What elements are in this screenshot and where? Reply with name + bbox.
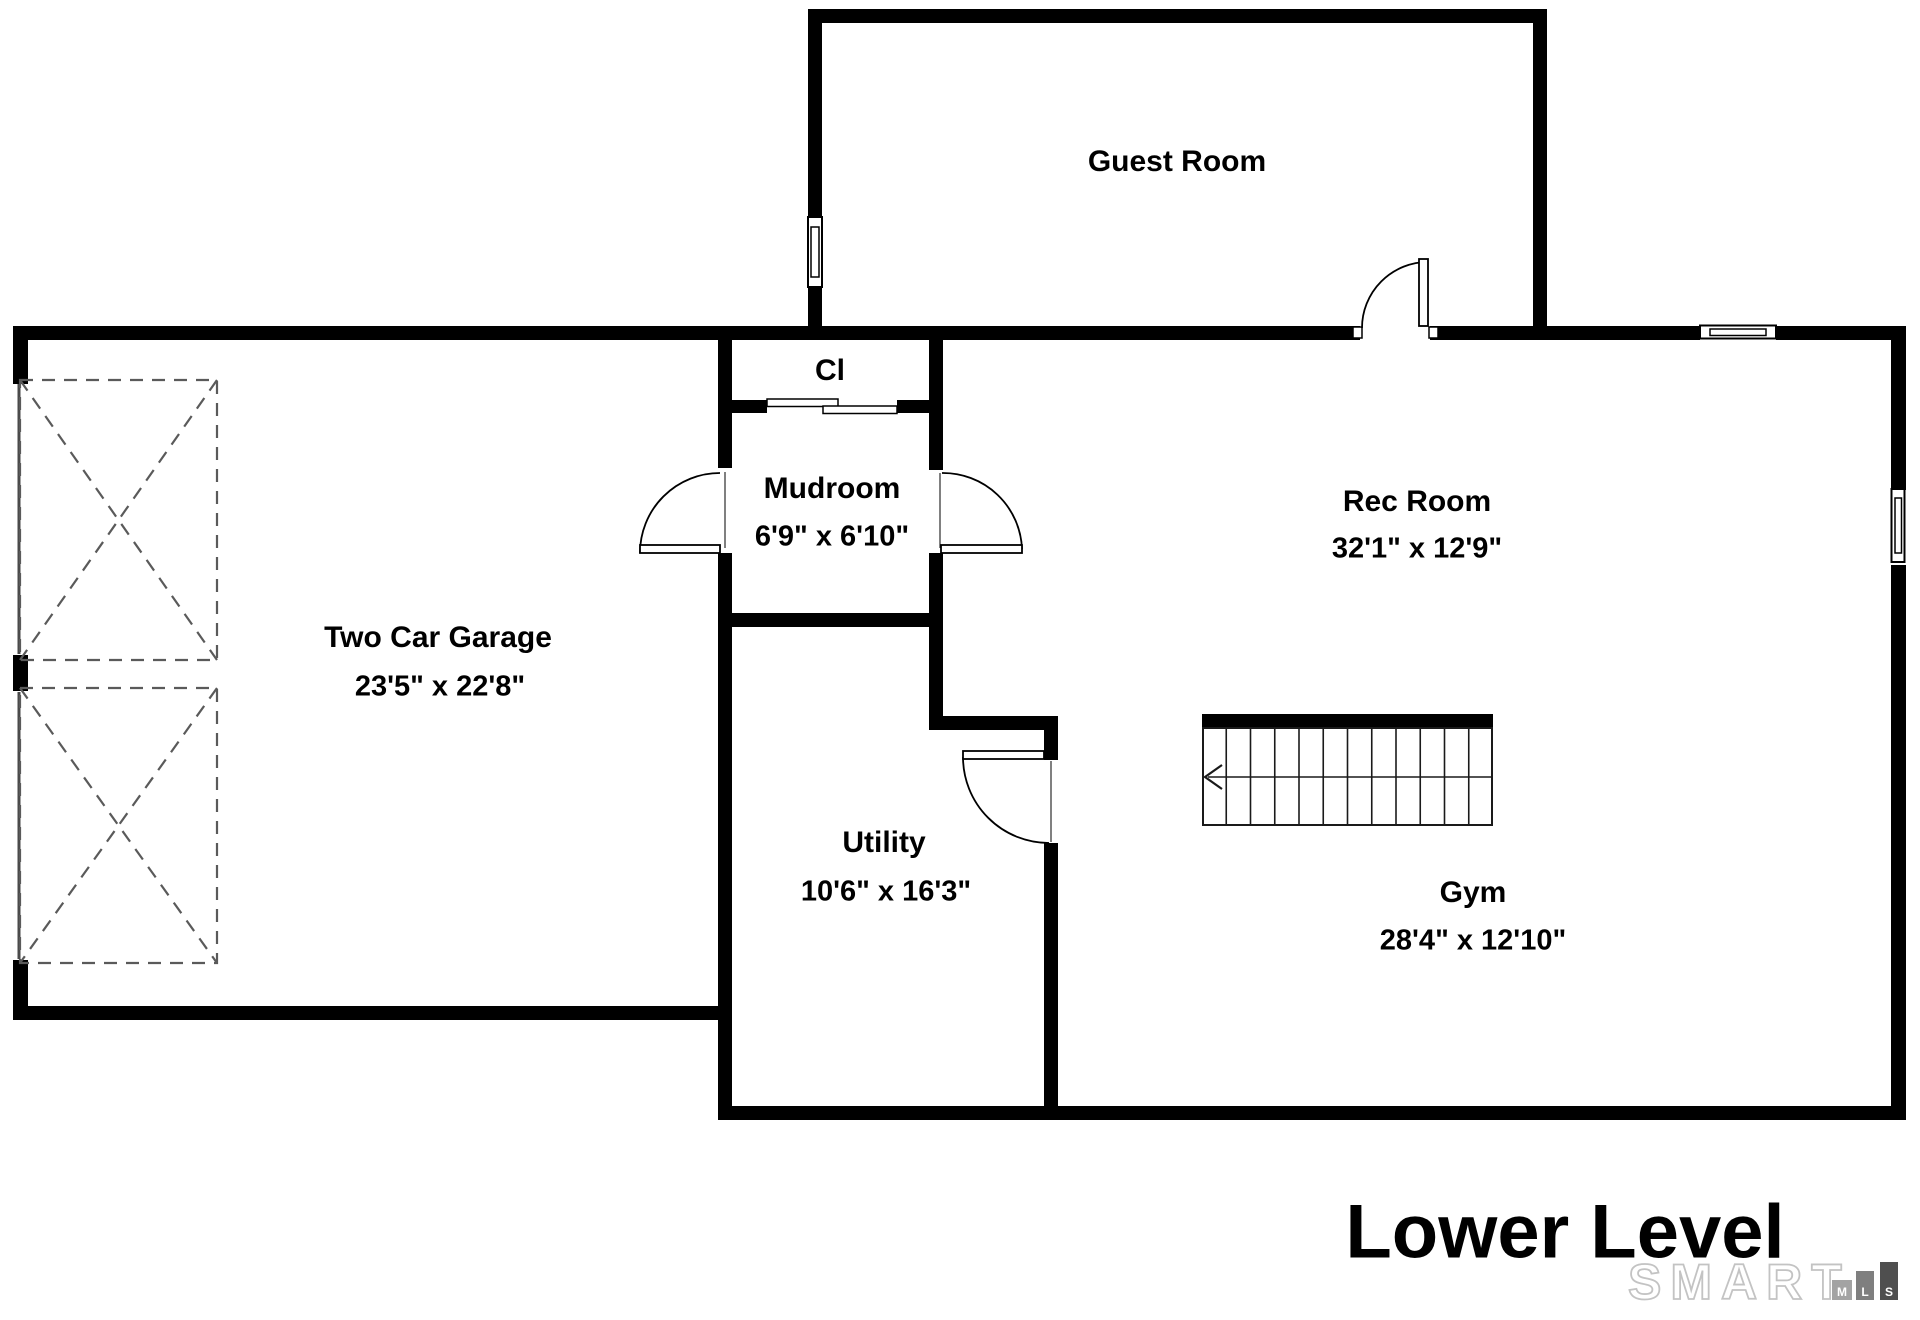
garage-bay-2-diagonal-a xyxy=(19,687,218,964)
wall-utility-jog xyxy=(929,716,1058,730)
stairs-direction-arrow-icon xyxy=(1203,764,1223,790)
garage-bay-2-diagonal-b xyxy=(19,687,218,964)
wall-mudroom-bottom xyxy=(732,613,943,627)
smartmls-brand-text: SMART xyxy=(1628,1254,1851,1310)
door-garage-mudroom-leaf xyxy=(639,544,721,554)
wall-mudroom-right-upper xyxy=(929,340,943,470)
room-label-guest-room: Guest Room xyxy=(1087,145,1267,178)
window-guest-left-glass xyxy=(810,226,820,278)
wall-left-stub-mid xyxy=(13,655,28,691)
garage-bay-2 xyxy=(18,686,219,965)
wall-top-right xyxy=(1776,326,1906,340)
room-label-garage: Two Car Garage xyxy=(324,621,552,654)
door-mudroom-recroom-leaf xyxy=(940,544,1023,554)
wall-top-mid xyxy=(1430,326,1700,340)
garage-bay-2-outline xyxy=(18,686,219,965)
window-right-rec xyxy=(1890,488,1906,563)
room-label-utility: Utility xyxy=(842,826,926,859)
smartmls-logo: SMART M L S xyxy=(1627,1253,1898,1311)
stairs-header-bar xyxy=(1202,714,1493,728)
window-right-rec-glass xyxy=(1894,497,1903,554)
room-label-closet: Cl xyxy=(815,354,845,387)
wall-interior-left-lower xyxy=(718,553,732,1106)
plan-title: Lower Level xyxy=(1345,1189,1785,1275)
garage-bay-1-outline xyxy=(18,378,219,662)
smartmls-square-l-letter: L xyxy=(1861,1285,1868,1299)
closet-sliding-doors xyxy=(766,398,898,415)
wall-utility-right-lower xyxy=(1044,843,1058,1106)
wall-right-lower xyxy=(1891,565,1906,1120)
wall-utility-right-stub xyxy=(1044,730,1058,760)
door-mudroom-recroom-swing xyxy=(941,472,1023,550)
door-guestroom-jamb-cap-right xyxy=(1428,326,1439,339)
door-garage-mudroom-swing xyxy=(639,472,721,554)
room-label-mudroom: Mudroom xyxy=(763,472,901,505)
door-guestroom-recroom-leaf xyxy=(1418,258,1429,327)
wall-bottom xyxy=(718,1106,1906,1120)
door-gym-utility xyxy=(962,750,1052,844)
door-guestroom-recroom xyxy=(1352,258,1439,339)
room-dims-rec-room: 32'1" x 12'9" xyxy=(1331,532,1503,565)
door-garage-mudroom xyxy=(639,472,726,554)
room-dims-garage: 23'5" x 22'8" xyxy=(354,670,526,703)
closet-slider-panel-1 xyxy=(766,398,839,408)
room-label-rec-room: Rec Room xyxy=(1342,485,1492,518)
wall-right-upper xyxy=(1891,326,1906,490)
staircase xyxy=(1202,727,1493,826)
door-guestroom-jamb-cap-left xyxy=(1352,326,1363,339)
wall-closet-stub-right xyxy=(897,400,929,413)
wall-guest-left-upper xyxy=(808,9,822,217)
smartmls-square-s-letter: S xyxy=(1885,1285,1893,1299)
wall-guest-right xyxy=(1533,9,1547,340)
room-dims-mudroom: 6'9" x 6'10" xyxy=(754,520,910,553)
window-top-rec-glass xyxy=(1709,328,1767,337)
wall-mudroom-left-upper xyxy=(718,340,732,468)
wall-top-left xyxy=(13,326,1360,340)
wall-guest-left-stub xyxy=(808,287,822,340)
wall-mudroom-right-lower xyxy=(929,553,943,716)
wall-guest-top xyxy=(808,9,1547,23)
room-dims-gym: 28'4" x 12'10" xyxy=(1379,924,1567,957)
smartmls-square-l xyxy=(1856,1271,1874,1300)
smartmls-square-s xyxy=(1880,1262,1898,1300)
window-guest-left xyxy=(807,216,823,288)
wall-left-stub-top xyxy=(13,326,28,384)
wall-closet-stub-left xyxy=(732,400,767,413)
window-top-rec xyxy=(1699,324,1777,340)
smartmls-square-m-letter: M xyxy=(1837,1285,1847,1299)
wall-left-stub-bottom xyxy=(13,960,28,1020)
door-gym-utility-leaf xyxy=(962,750,1045,760)
room-dims-utility: 10'6" x 16'3" xyxy=(800,875,972,908)
door-gym-utility-swing xyxy=(962,756,1050,844)
smartmls-square-m xyxy=(1832,1280,1852,1300)
garage-bay-1 xyxy=(18,378,219,662)
wall-garage-bottom xyxy=(13,1006,732,1020)
walls xyxy=(13,9,1906,1120)
room-label-gym: Gym xyxy=(1439,876,1507,909)
door-mudroom-recroom xyxy=(939,472,1023,554)
closet-slider-panel-2 xyxy=(822,405,898,415)
door-guestroom-recroom-swing xyxy=(1361,261,1429,329)
